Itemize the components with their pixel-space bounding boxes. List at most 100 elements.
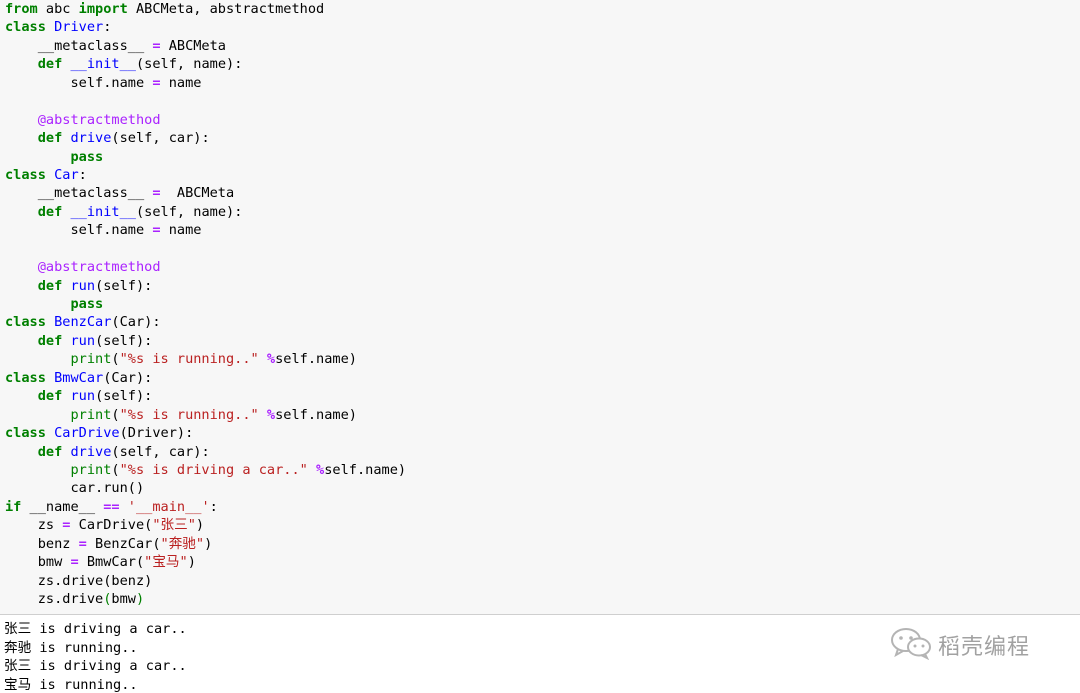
- code-line: zs = CarDrive("张三"): [0, 516, 1080, 534]
- code-token: class: [5, 425, 46, 442]
- code-token: ==: [103, 498, 120, 515]
- code-line: if __name__ == '__main__':: [0, 498, 1080, 516]
- code-token: ): [187, 554, 196, 571]
- output-area: 张三 is driving a car.. 奔驰 is running.. 张三…: [0, 620, 1080, 693]
- code-token: from: [5, 1, 38, 17]
- code-token: (: [111, 406, 120, 423]
- code-token: [5, 351, 70, 367]
- code-token: class: [5, 166, 46, 183]
- code-token: bmw: [5, 554, 71, 571]
- code-line: class BmwCar(Car):: [0, 369, 1080, 387]
- code-token: :: [78, 166, 87, 183]
- code-token: self.name): [275, 351, 357, 368]
- code-token: __metaclass__: [5, 185, 153, 202]
- code-line: pass: [0, 295, 1080, 313]
- code-line: zs.drive(bmw): [0, 590, 1080, 608]
- code-line: [0, 240, 1080, 258]
- output-line: 奔驰 is running..: [4, 639, 138, 656]
- code-token: __init__: [70, 203, 136, 220]
- code-line: car.run(): [0, 479, 1080, 497]
- code-token: class: [5, 314, 46, 331]
- code-token: run: [70, 277, 96, 294]
- code-token: :: [103, 19, 112, 36]
- code-token: '__main__': [127, 498, 210, 515]
- code-token: [5, 130, 38, 146]
- code-token: [5, 444, 38, 460]
- code-token: =: [152, 185, 161, 202]
- code-token: "张三": [152, 517, 196, 534]
- code-token: class: [5, 19, 46, 36]
- code-token: [62, 333, 70, 349]
- code-token: (Driver):: [119, 425, 194, 442]
- code-token: [46, 370, 54, 386]
- code-token: [5, 278, 38, 294]
- code-token: (Car):: [111, 314, 161, 331]
- code-token: (self, car):: [111, 130, 210, 147]
- code-token: =: [152, 74, 161, 91]
- code-line: def __init__(self, name):: [0, 203, 1080, 221]
- code-token: ABCMeta, abstractmethod: [127, 1, 325, 17]
- code-token: (self):: [95, 277, 153, 294]
- code-line: benz = BenzCar("奔驰"): [0, 535, 1080, 553]
- code-token: def: [37, 277, 63, 294]
- code-token: __name__: [21, 498, 104, 515]
- code-line: def run(self):: [0, 277, 1080, 295]
- code-token: __init__: [70, 56, 136, 73]
- code-token: def: [37, 443, 63, 460]
- code-token: %: [316, 461, 325, 478]
- code-line: zs.drive(benz): [0, 572, 1080, 590]
- code-token: print: [70, 461, 112, 478]
- code-line: class Driver:: [0, 18, 1080, 36]
- code-line: def run(self):: [0, 332, 1080, 350]
- code-token: ): [195, 517, 205, 534]
- code-token: car.run(): [5, 480, 145, 497]
- code-token: [120, 499, 128, 515]
- code-token: abc: [37, 1, 79, 17]
- code-token: BmwCar(: [78, 554, 145, 571]
- code-token: run: [70, 332, 96, 349]
- code-token: pass: [70, 148, 104, 165]
- code-token: [46, 167, 54, 183]
- code-line: __metaclass__ = ABCMeta: [0, 37, 1080, 55]
- code-token: [62, 130, 70, 146]
- code-line: class Car:: [0, 166, 1080, 184]
- code-line: pass: [0, 148, 1080, 166]
- code-token: (self, name):: [135, 56, 243, 73]
- code-token: BenzCar(: [86, 535, 161, 552]
- code-token: [5, 259, 38, 275]
- code-token: __metaclass__: [5, 37, 153, 54]
- code-token: [5, 388, 38, 404]
- code-token: class: [5, 369, 46, 386]
- code-token: self.name): [275, 406, 357, 423]
- code-token: self.name): [324, 461, 407, 478]
- code-token: [62, 444, 70, 460]
- code-token: CarDrive(: [70, 517, 153, 534]
- code-token: @abstractmethod: [37, 259, 161, 276]
- watermark-text: 稻壳编程: [938, 635, 1031, 660]
- code-token: benz: [5, 535, 79, 552]
- code-token: BenzCar: [54, 314, 112, 331]
- code-token: [46, 19, 54, 35]
- code-token: [5, 462, 70, 478]
- code-token: self.name: [5, 222, 153, 239]
- code-token: pass: [70, 296, 104, 312]
- code-token: BmwCar: [54, 369, 104, 386]
- code-line: self.name = name: [0, 74, 1080, 92]
- code-token: ): [135, 591, 145, 607]
- code-line: def drive(self, car):: [0, 443, 1080, 461]
- code-line: def __init__(self, name):: [0, 55, 1080, 73]
- code-line: print("%s is running.." %self.name): [0, 406, 1080, 424]
- code-token: [62, 278, 70, 294]
- code-token: [62, 204, 70, 220]
- code-line: @abstractmethod: [0, 111, 1080, 129]
- code-token: "%s is running..": [119, 406, 259, 423]
- wechat-icon: [890, 626, 932, 664]
- code-token: def: [37, 388, 63, 405]
- code-token: [5, 112, 38, 128]
- code-token: name: [160, 74, 202, 91]
- code-token: Car: [54, 166, 79, 183]
- code-token: %: [266, 351, 276, 368]
- code-line: bmw = BmwCar("宝马"): [0, 553, 1080, 571]
- output-line: 张三 is driving a car..: [4, 621, 187, 637]
